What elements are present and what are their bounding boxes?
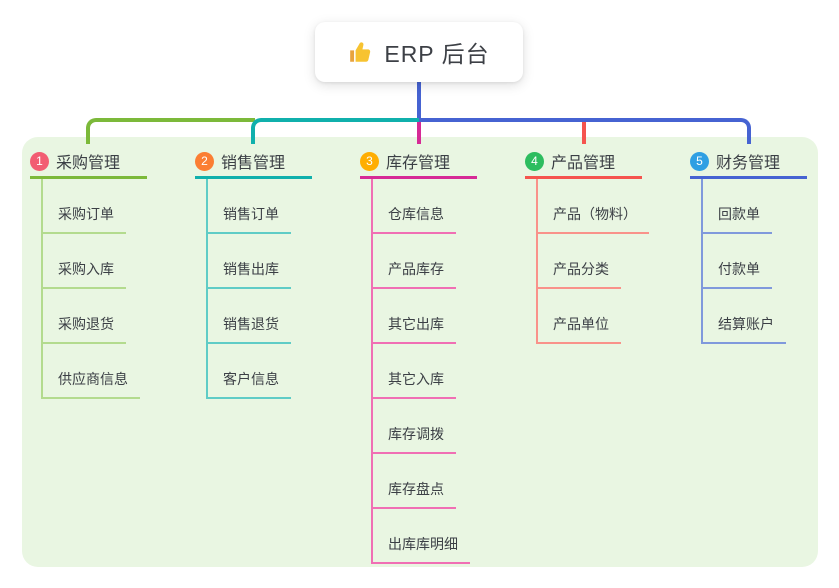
child-node: 采购退货 — [43, 289, 147, 344]
child-label[interactable]: 库存调拨 — [373, 424, 456, 454]
thumbs-up-icon — [350, 42, 371, 62]
child-node: 产品分类 — [538, 234, 642, 289]
child-label[interactable]: 产品（物料） — [538, 204, 649, 234]
branch-number-badge: 5 — [690, 151, 709, 171]
branch-underline — [525, 176, 642, 179]
child-node: 供应商信息 — [43, 344, 147, 399]
branch-underline — [195, 176, 312, 179]
child-node: 采购订单 — [43, 179, 147, 234]
branch-column-3: 3 库存管理 仓库信息产品库存其它出库其它入库库存调拨库存盘点出库库明细 — [360, 148, 477, 564]
child-node: 库存盘点 — [373, 454, 477, 509]
child-node: 仓库信息 — [373, 179, 477, 234]
child-label[interactable]: 仓库信息 — [373, 204, 456, 234]
branch-number-badge: 2 — [195, 151, 214, 171]
branch-header: 1 采购管理 — [30, 148, 147, 174]
child-label[interactable]: 其它出库 — [373, 314, 456, 344]
child-node: 采购入库 — [43, 234, 147, 289]
branch-children: 产品（物料） 产品分类产品单位 — [536, 179, 649, 344]
branches-panel — [22, 137, 818, 567]
child-label[interactable]: 结算账户 — [703, 314, 786, 344]
child-label[interactable]: 销售退货 — [208, 314, 291, 344]
child-label[interactable]: 产品库存 — [373, 259, 456, 289]
branch-number-badge: 3 — [360, 151, 379, 171]
child-label[interactable]: 出库库明细 — [373, 534, 470, 564]
child-node: 销售退货 — [208, 289, 312, 344]
child-node: 出库库明细 — [373, 509, 477, 564]
child-label[interactable]: 其它入库 — [373, 369, 456, 399]
child-node: 销售出库 — [208, 234, 312, 289]
child-label[interactable]: 客户信息 — [208, 369, 291, 399]
branch-underline — [690, 176, 807, 179]
child-label[interactable]: 供应商信息 — [43, 369, 140, 399]
child-node: 其它出库 — [373, 289, 477, 344]
child-label[interactable]: 产品分类 — [538, 259, 621, 289]
child-node: 产品（物料） — [538, 179, 649, 234]
child-label[interactable]: 库存盘点 — [373, 479, 456, 509]
child-label[interactable]: 销售订单 — [208, 204, 291, 234]
branch-column-5: 5 财务管理 回款单付款单结算账户 — [690, 148, 807, 344]
child-label[interactable]: 采购订单 — [43, 204, 126, 234]
branch-label[interactable]: 销售管理 — [221, 155, 286, 172]
branch-label[interactable]: 库存管理 — [386, 155, 451, 172]
branch-header: 5 财务管理 — [690, 148, 807, 174]
branch-children: 采购订单采购入库采购退货供应商信息 — [41, 179, 147, 399]
connector-branch-2-elbow — [251, 118, 419, 144]
branch-number-badge: 1 — [30, 151, 49, 171]
child-node: 产品库存 — [373, 234, 477, 289]
branch-column-2: 2 销售管理 销售订单销售出库销售退货客户信息 — [195, 148, 312, 399]
connector-branch-5-elbow — [419, 118, 751, 144]
child-label[interactable]: 回款单 — [703, 204, 772, 234]
branch-header: 3 库存管理 — [360, 148, 477, 174]
branch-underline — [360, 176, 477, 179]
child-node: 销售订单 — [208, 179, 312, 234]
child-node: 回款单 — [703, 179, 807, 234]
child-node: 客户信息 — [208, 344, 312, 399]
child-node: 库存调拨 — [373, 399, 477, 454]
child-node: 付款单 — [703, 234, 807, 289]
child-node: 产品单位 — [538, 289, 642, 344]
branch-underline — [30, 176, 147, 179]
child-label[interactable]: 销售出库 — [208, 259, 291, 289]
branch-children: 回款单付款单结算账户 — [701, 179, 807, 344]
branch-label[interactable]: 采购管理 — [56, 155, 121, 172]
child-label[interactable]: 付款单 — [703, 259, 772, 289]
branch-label[interactable]: 产品管理 — [551, 155, 616, 172]
connector-root-stem — [417, 80, 421, 122]
child-node: 结算账户 — [703, 289, 807, 344]
branch-header: 2 销售管理 — [195, 148, 312, 174]
child-label[interactable]: 采购退货 — [43, 314, 126, 344]
child-label[interactable]: 采购入库 — [43, 259, 126, 289]
branch-column-1: 1 采购管理 采购订单采购入库采购退货供应商信息 — [30, 148, 147, 399]
connector-branch-3-drop — [417, 120, 421, 144]
root-label: ERP 后台 — [384, 41, 490, 67]
child-label[interactable]: 产品单位 — [538, 314, 621, 344]
branch-column-4: 4 产品管理 产品（物料） 产品分类产品单位 — [525, 148, 649, 344]
branch-number-badge: 4 — [525, 151, 544, 171]
connector-branch-1-elbow — [86, 118, 255, 144]
connector-branch-4-drop — [582, 120, 586, 144]
child-node: 其它入库 — [373, 344, 477, 399]
branch-header: 4 产品管理 — [525, 148, 642, 174]
branch-children: 仓库信息产品库存其它出库其它入库库存调拨库存盘点出库库明细 — [371, 179, 477, 564]
branch-label[interactable]: 财务管理 — [716, 155, 781, 172]
root-node[interactable]: ERP 后台 — [315, 22, 523, 82]
branch-children: 销售订单销售出库销售退货客户信息 — [206, 179, 312, 399]
